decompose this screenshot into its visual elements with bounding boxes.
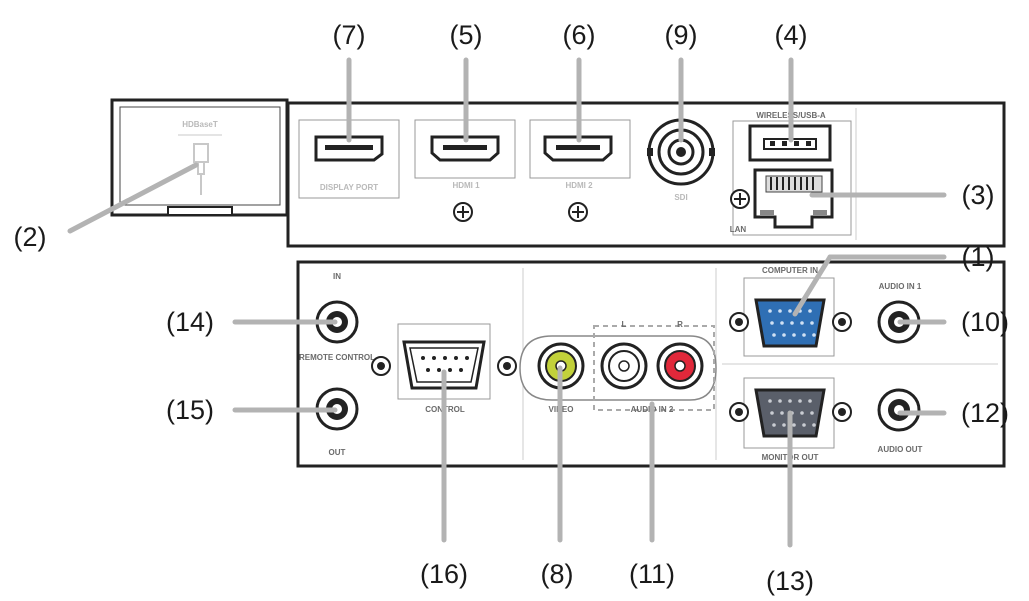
- lan-rj45-port: [753, 168, 834, 229]
- callout-7: (7): [333, 20, 366, 50]
- audio-in1-label: AUDIO IN 1: [879, 282, 922, 291]
- remote-in-label: IN: [333, 272, 341, 281]
- audio-l-label: L: [622, 320, 627, 329]
- displayport-label: DISPLAY PORT: [320, 183, 378, 192]
- hdmi2-label: HDMI 2: [565, 181, 593, 190]
- audio-l-rca-jack: [600, 342, 648, 390]
- sdi-label: SDI: [674, 193, 687, 202]
- audio-r-label: R: [677, 320, 683, 329]
- audio-r-rca-jack: [656, 342, 704, 390]
- remote-control-label: REMOTE CONTROL: [299, 353, 375, 362]
- callout-11: (11): [629, 559, 675, 589]
- callout-labels: (7) (5) (6) (9) (4) (2) (3) (1) (14) (15…: [14, 20, 1010, 596]
- callout-8: (8): [541, 559, 574, 589]
- callout-6: (6): [563, 20, 596, 50]
- callout-4: (4): [775, 20, 808, 50]
- hdbaset-label: HDBaseT: [182, 120, 218, 129]
- callout-14: (14): [166, 307, 214, 337]
- callout-9: (9): [665, 20, 698, 50]
- callout-10: (10): [961, 307, 1009, 337]
- upper-port-panel: [286, 101, 1006, 248]
- control-dsub9-port: CONTROL: [371, 323, 517, 414]
- callout-2: (2): [14, 222, 47, 252]
- callout-3: (3): [962, 180, 995, 210]
- lan-label: LAN: [730, 225, 747, 234]
- callout-12: (12): [961, 398, 1009, 428]
- screw-icon: [568, 202, 588, 222]
- remote-out-label: OUT: [329, 448, 346, 457]
- rj45-plug-icon: [193, 143, 209, 195]
- callout-1: (1): [962, 242, 995, 272]
- audio-out-label: AUDIO OUT: [878, 445, 923, 454]
- remote-control-group: IN REMOTE CONTROL OUT: [299, 272, 375, 457]
- callout-15: (15): [166, 395, 214, 425]
- screw-icon: [453, 202, 473, 222]
- rca-group: L R VIDEO AUDIO IN 2: [519, 320, 717, 414]
- computer-in-vga-port: COMPUTER IN: [729, 266, 852, 357]
- callout-16: (16): [420, 559, 468, 589]
- audio-out-jack: AUDIO OUT: [877, 388, 923, 454]
- callout-13: (13): [766, 566, 814, 596]
- hdmi1-label: HDMI 1: [452, 181, 480, 190]
- leader-lines: [67, 57, 947, 548]
- callout-5: (5): [450, 20, 483, 50]
- computer-in-label: COMPUTER IN: [762, 266, 818, 275]
- screw-icon: [730, 189, 750, 209]
